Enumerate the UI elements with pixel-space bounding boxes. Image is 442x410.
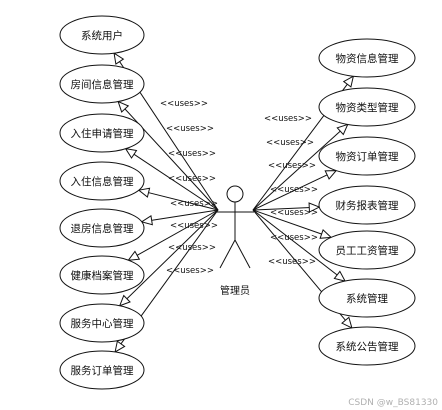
left-use-case-ellipse <box>59 64 145 104</box>
left-use-case-label: 房间信息管理 <box>71 78 134 91</box>
right-uses-label: <<uses>> <box>264 114 312 124</box>
right-use-case-label: 物资类型管理 <box>336 101 399 114</box>
left-use-case-label: 退房信息管理 <box>71 222 134 235</box>
left-association-line <box>119 209 219 307</box>
right-use-case-ellipse <box>318 87 416 127</box>
actor-right-leg <box>234 239 251 269</box>
actor-label: 管理员 <box>220 284 250 297</box>
right-association-line <box>252 209 332 238</box>
right-uses-label: <<uses>> <box>270 233 318 243</box>
right-use-case-label: 物资订单管理 <box>336 150 399 163</box>
right-use-case-ellipse <box>318 38 416 78</box>
right-use-case-label: 员工工资管理 <box>336 244 399 257</box>
left-arrow-head <box>118 294 131 307</box>
left-use-case-label: 服务订单管理 <box>71 364 134 377</box>
right-uses-label: <<uses>> <box>268 161 316 171</box>
right-arrow-head <box>342 75 355 88</box>
right-use-case-ellipse <box>318 185 416 225</box>
left-arrow-head <box>113 52 125 65</box>
right-association-line <box>252 170 337 211</box>
right-arrow-head <box>341 316 353 329</box>
right-uses-label: <<uses>> <box>268 257 316 267</box>
right-association-line <box>252 206 320 211</box>
left-use-case-ellipse <box>59 303 145 343</box>
left-uses-label: <<uses>> <box>166 266 214 276</box>
left-association-line <box>125 148 219 211</box>
right-association-line <box>252 209 346 282</box>
actor-left-leg <box>219 239 236 269</box>
right-use-case-ellipse <box>318 326 416 366</box>
right-arrow-head <box>308 202 321 213</box>
right-use-case-label: 系统公告管理 <box>336 340 399 353</box>
right-arrow-head <box>333 270 347 282</box>
right-arrow-head <box>319 228 333 239</box>
left-use-case-label: 入住申请管理 <box>71 127 134 140</box>
right-use-case-ellipse <box>318 230 416 270</box>
left-uses-label: <<uses>> <box>170 221 218 231</box>
right-use-case-label: 物资信息管理 <box>336 52 399 65</box>
use-cases: 系统用户房间信息管理入住申请管理入住信息管理退房信息管理健康档案管理服务中心管理… <box>59 15 416 390</box>
association-lines <box>113 52 355 353</box>
actor-head <box>226 185 244 203</box>
left-uses-label: <<uses>> <box>160 99 208 109</box>
watermark: CSDN @w_BS81330 <box>348 398 438 408</box>
right-use-case-ellipse <box>318 278 416 318</box>
left-uses-label: <<uses>> <box>170 199 218 209</box>
right-use-case-label: 系统管理 <box>346 292 388 305</box>
right-uses-label: <<uses>> <box>270 208 318 218</box>
left-use-case-label: 系统用户 <box>81 29 123 42</box>
left-uses-label: <<uses>> <box>166 124 214 134</box>
left-use-case-label: 服务中心管理 <box>71 317 134 330</box>
left-association-line <box>128 209 219 261</box>
left-uses-label: <<uses>> <box>168 174 216 184</box>
left-association-line <box>117 101 219 211</box>
right-arrow-head <box>324 170 338 180</box>
left-arrow-head <box>137 187 151 198</box>
right-uses-label: <<uses>> <box>266 138 314 148</box>
right-use-case-ellipse <box>318 136 416 176</box>
left-arrow-head <box>117 100 130 113</box>
left-use-case-ellipse <box>59 15 145 55</box>
left-use-case-ellipse <box>59 113 145 153</box>
left-association-line <box>138 189 219 211</box>
left-use-case-ellipse <box>59 255 145 295</box>
uses-labels: <<uses>> <<uses>> <<uses>> <<uses>> <<uses>>… <box>160 99 318 276</box>
right-arrow-head <box>336 123 349 136</box>
left-arrow-head <box>140 215 153 226</box>
left-association-line <box>141 209 219 223</box>
left-arrow-head <box>127 250 141 261</box>
left-use-case-ellipse <box>59 208 145 248</box>
left-uses-label: <<uses>> <box>168 243 216 253</box>
left-uses-label: <<uses>> <box>168 149 216 159</box>
actor <box>216 185 254 269</box>
left-use-case-ellipse <box>59 350 145 390</box>
left-use-case-label: 入住信息管理 <box>71 175 134 188</box>
right-association-line <box>252 124 349 211</box>
left-arrow-head <box>124 148 138 159</box>
right-use-case-label: 财务报表管理 <box>336 199 399 212</box>
left-use-case-label: 健康档案管理 <box>71 269 134 282</box>
left-arrow-head <box>114 340 126 353</box>
left-use-case-ellipse <box>59 161 145 201</box>
right-uses-label: <<uses>> <box>270 185 318 195</box>
